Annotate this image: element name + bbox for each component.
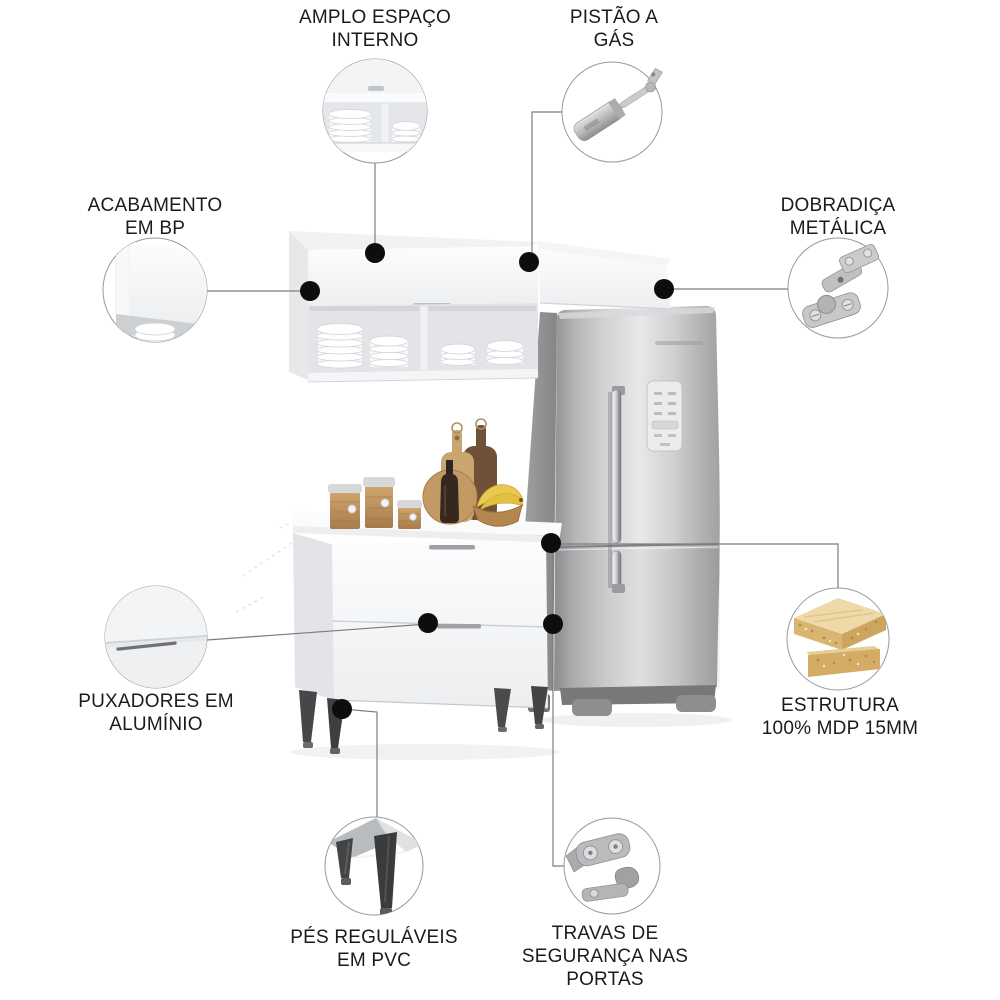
gas-piston-icon (561, 61, 663, 163)
callout-dot (332, 699, 352, 719)
callout-label-line: AMPLO ESPAÇO (299, 7, 451, 28)
callout-label-line: ACABAMENTO (87, 195, 223, 216)
refrigerator (514, 305, 720, 716)
callout-dobradica-metalica: DOBRADIÇA METÁLICA (738, 194, 938, 240)
open-shelf-plates-icon (322, 58, 428, 164)
callout-label-line: TRAVAS DE (551, 923, 659, 944)
pvc-feet-icon (324, 816, 424, 916)
callout-dot (541, 533, 561, 553)
callout-label-line: EM PVC (336, 950, 412, 971)
base-cabinet (292, 511, 562, 754)
callout-dot (418, 613, 438, 633)
bamboo-canister-1 (328, 484, 362, 529)
plate-stack-large (316, 323, 364, 369)
callout-label-line: SEGURANÇA NAS (521, 946, 689, 967)
fridge-control-panel (646, 380, 683, 452)
upper-cabinet-top (289, 231, 538, 252)
fridge-door-seam-highlight (554, 546, 719, 551)
bridge-cabinet-bottom-edge (539, 302, 672, 310)
callout-dot (519, 252, 539, 272)
bamboo-canister-3 (397, 500, 422, 529)
callout-travas-seguranca: TRAVAS DE SEGURANÇA NAS PORTAS (495, 922, 715, 991)
callout-line (551, 543, 839, 588)
upper-cabinet-flip-door (308, 246, 538, 306)
callout-label-line: ALUMÍNIO (109, 714, 203, 735)
banana-bowl (472, 484, 524, 527)
callout-label-line: DOBRADIÇA (780, 195, 896, 216)
drawer-handle-bottom (437, 624, 481, 629)
callout-label-line: PORTAS (566, 969, 644, 990)
fridge-brand-area (655, 341, 703, 345)
callout-label-line: PÉS REGULÁVEIS (290, 927, 458, 948)
bridge-cabinet (538, 241, 672, 310)
wine-bottle (440, 460, 459, 523)
upper-cabinet-bottom-edge (307, 377, 539, 383)
callout-label-line: INTERNO (331, 30, 419, 51)
base-cabinet-left-panel (293, 533, 334, 700)
shelf-divider (419, 305, 429, 372)
metal-hinge-icon (787, 237, 889, 339)
callout-acabamento-em-bp: ACABAMENTO EM BP (55, 194, 255, 240)
callout-label-line: ESTRUTURA (781, 695, 899, 716)
callout-dots (300, 243, 674, 719)
callout-label-line: PISTÃO A (569, 7, 659, 28)
callout-pes-regulaveis-pvc: PÉS REGULÁVEIS EM PVC (264, 926, 484, 972)
wooden-bowl (472, 503, 523, 527)
faint-sketch-marks (235, 516, 302, 613)
callout-label-line: METÁLICA (789, 218, 887, 239)
callout-label-line: EM BP (124, 218, 186, 239)
fridge-base-and-feet (560, 685, 716, 716)
callout-dot (543, 614, 563, 634)
base-cabinet-front (332, 538, 548, 708)
door-safety-lock-icon (563, 817, 661, 915)
mdp-speckles-light (804, 627, 860, 668)
callout-lines (206, 111, 839, 867)
bowl-stack-right (486, 340, 524, 366)
callout-label-line: PUXADORES EM (78, 691, 234, 712)
callout-label-line: 100% MDP 15MM (761, 718, 919, 739)
callout-line (206, 623, 429, 641)
callout-line (531, 111, 562, 262)
callout-line (552, 624, 564, 867)
callout-pistao-a-gas: PISTÃO A GÁS (534, 6, 694, 52)
countertop-props (328, 418, 524, 529)
aluminum-handle-icon (104, 585, 208, 689)
callout-line (341, 708, 378, 817)
bp-finish-corner-icon (102, 237, 208, 343)
callout-dot (654, 279, 674, 299)
callout-estrutura-mdp: ESTRUTURA 100% MDP 15MM (730, 694, 950, 740)
callout-dot (300, 281, 320, 301)
upper-cabinet-left-panel (289, 231, 308, 380)
callout-dot (365, 243, 385, 263)
countertop-front-edge (293, 526, 560, 543)
bamboo-canister-2 (363, 477, 395, 528)
upper-wall-cabinet (289, 231, 539, 383)
bridge-cabinet-door (538, 249, 671, 309)
cabinet-legs (299, 686, 548, 754)
drawer-handle-top (429, 545, 475, 550)
floor-shadows (290, 713, 731, 760)
freezer-tint (552, 549, 720, 689)
callout-amplo-espaco-interno: AMPLO ESPAÇO INTERNO (270, 6, 480, 52)
callout-puxadores-em-aluminio: PUXADORES EM ALUMÍNIO (46, 690, 266, 736)
mdp-speckles (798, 620, 878, 665)
base-cabinet-bottom-edge (333, 699, 549, 709)
bridge-cabinet-top (538, 241, 672, 267)
mdp-board-icon (786, 587, 890, 691)
plate-stack-medium (369, 335, 409, 368)
bowl-stack-left (440, 343, 476, 366)
fridge-handle (608, 386, 625, 593)
fridge-top-edge (558, 307, 715, 319)
callout-label-line: GÁS (593, 30, 635, 51)
